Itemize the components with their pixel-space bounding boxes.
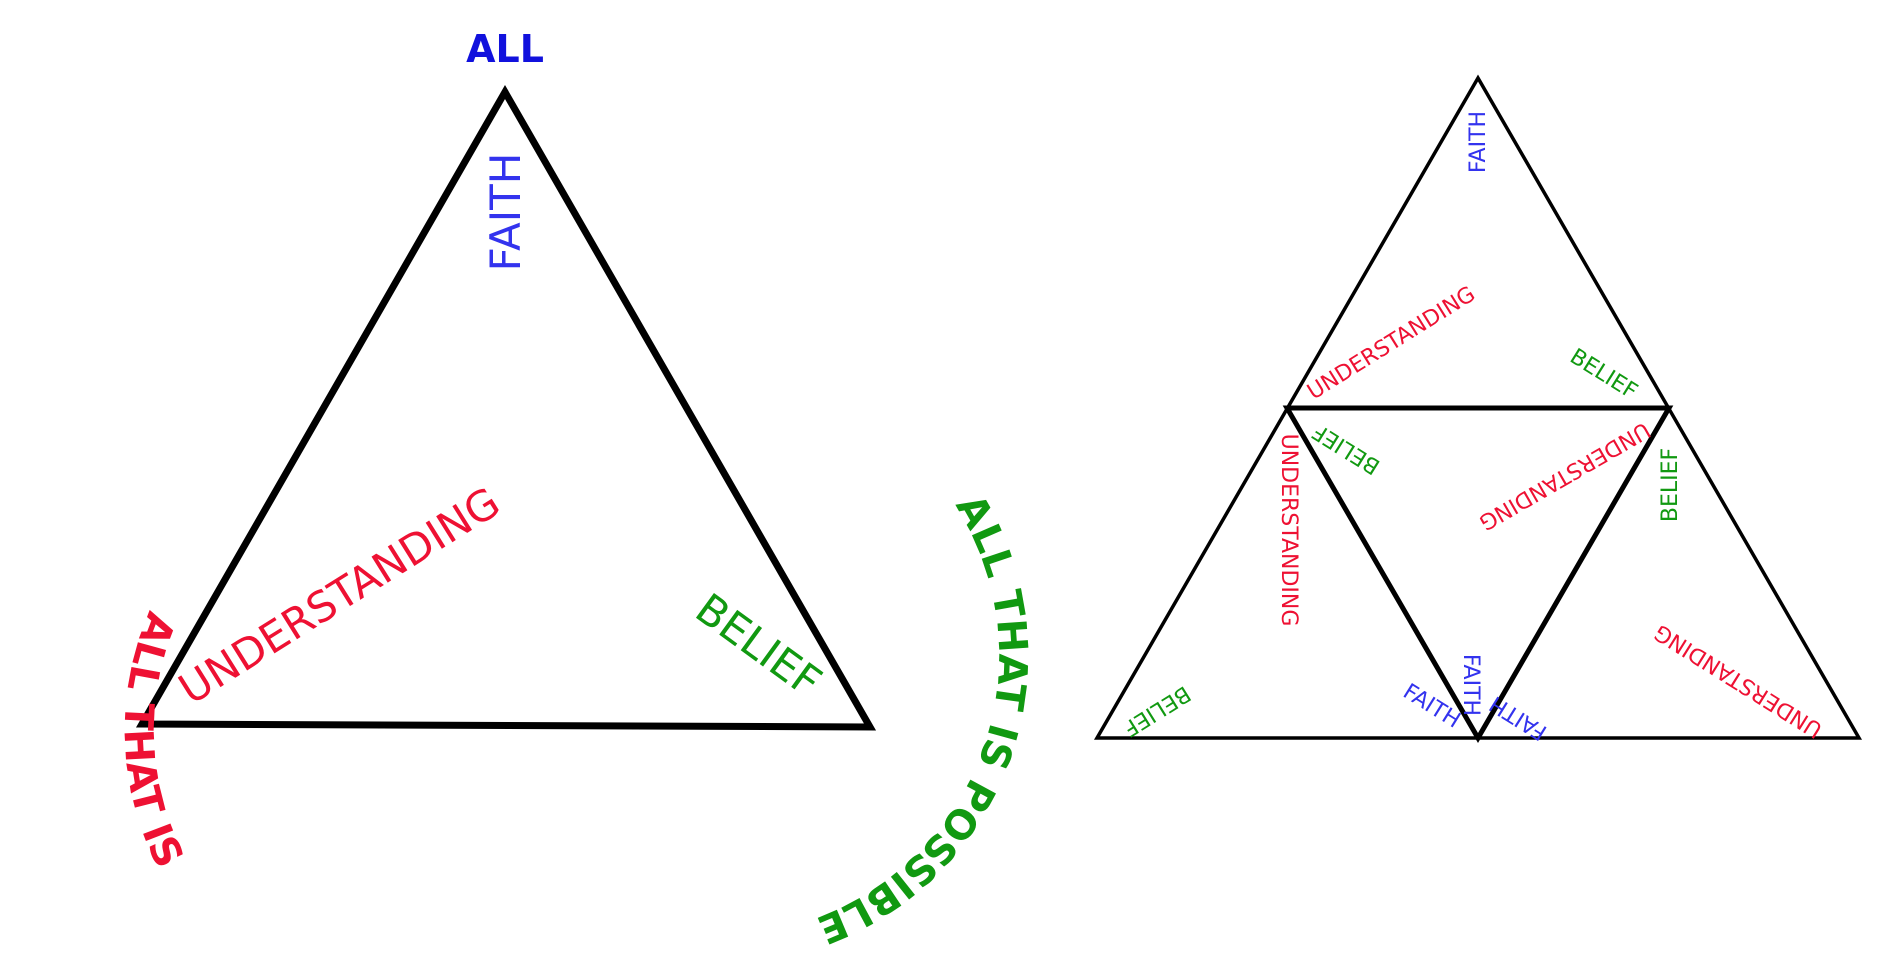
left-faith-label: FAITH [481,153,530,272]
bottom-right-belief-label: BELIEF [1658,448,1683,522]
center-faith-label: FAITH [1458,654,1483,716]
left-diagram: ALL FAITH UNDERSTANDING BELIEF ALL THAT … [114,27,1035,952]
bottom-left-faith-label: FAITH [1398,679,1464,733]
all-that-is-possible-arc-label: ALL THAT IS POSSIBLE [811,487,1035,952]
right-diagram: FAITH UNDERSTANDING BELIEF BELIEF UNDERS… [1093,74,1863,745]
bottom-left-understanding-label: UNDERSTANDING [1276,434,1301,627]
right-inner-triangle [1282,405,1674,743]
all-that-is-arc-label: ALL THAT IS [114,606,191,875]
left-main-triangle [135,84,877,731]
left-understanding-label: UNDERSTANDING [170,477,508,714]
top-faith-label: FAITH [1466,111,1491,173]
left-belief-label: BELIEF [687,584,831,707]
top-understanding-label: UNDERSTANDING [1303,282,1480,405]
top-belief-label: BELIEF [1565,344,1641,405]
bottom-left-belief-label: BELIEF [1118,680,1194,741]
top-all-label: ALL [466,27,544,71]
